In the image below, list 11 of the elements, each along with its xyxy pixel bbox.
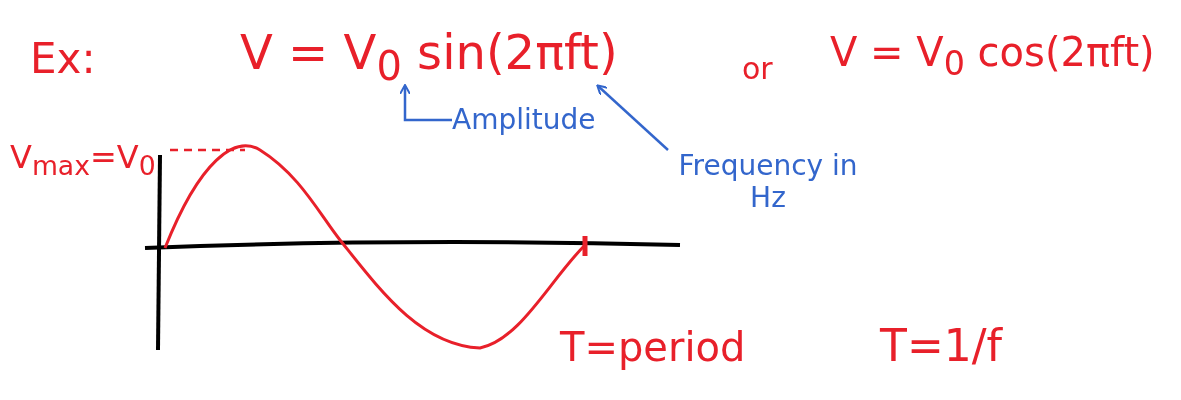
handwritten-label: T=period bbox=[560, 325, 746, 369]
arrow bbox=[399, 84, 452, 122]
handwritten-label: V = V$_{0}$ cos(2πft) bbox=[830, 30, 1155, 83]
handwritten-label: Ex: bbox=[30, 36, 96, 83]
annotation-text: Amplitude bbox=[452, 100, 622, 140]
handwritten-label: or bbox=[742, 52, 773, 85]
arrow bbox=[596, 84, 669, 151]
equation: V = V$_{0}$ sin(2πft) bbox=[240, 28, 670, 86]
handwritten-label: V$_{max}$=V$_{0}$ bbox=[10, 140, 156, 181]
handwritten-label: T=1/f bbox=[880, 322, 1003, 371]
annotation-text: Frequency in Hz bbox=[668, 132, 868, 232]
